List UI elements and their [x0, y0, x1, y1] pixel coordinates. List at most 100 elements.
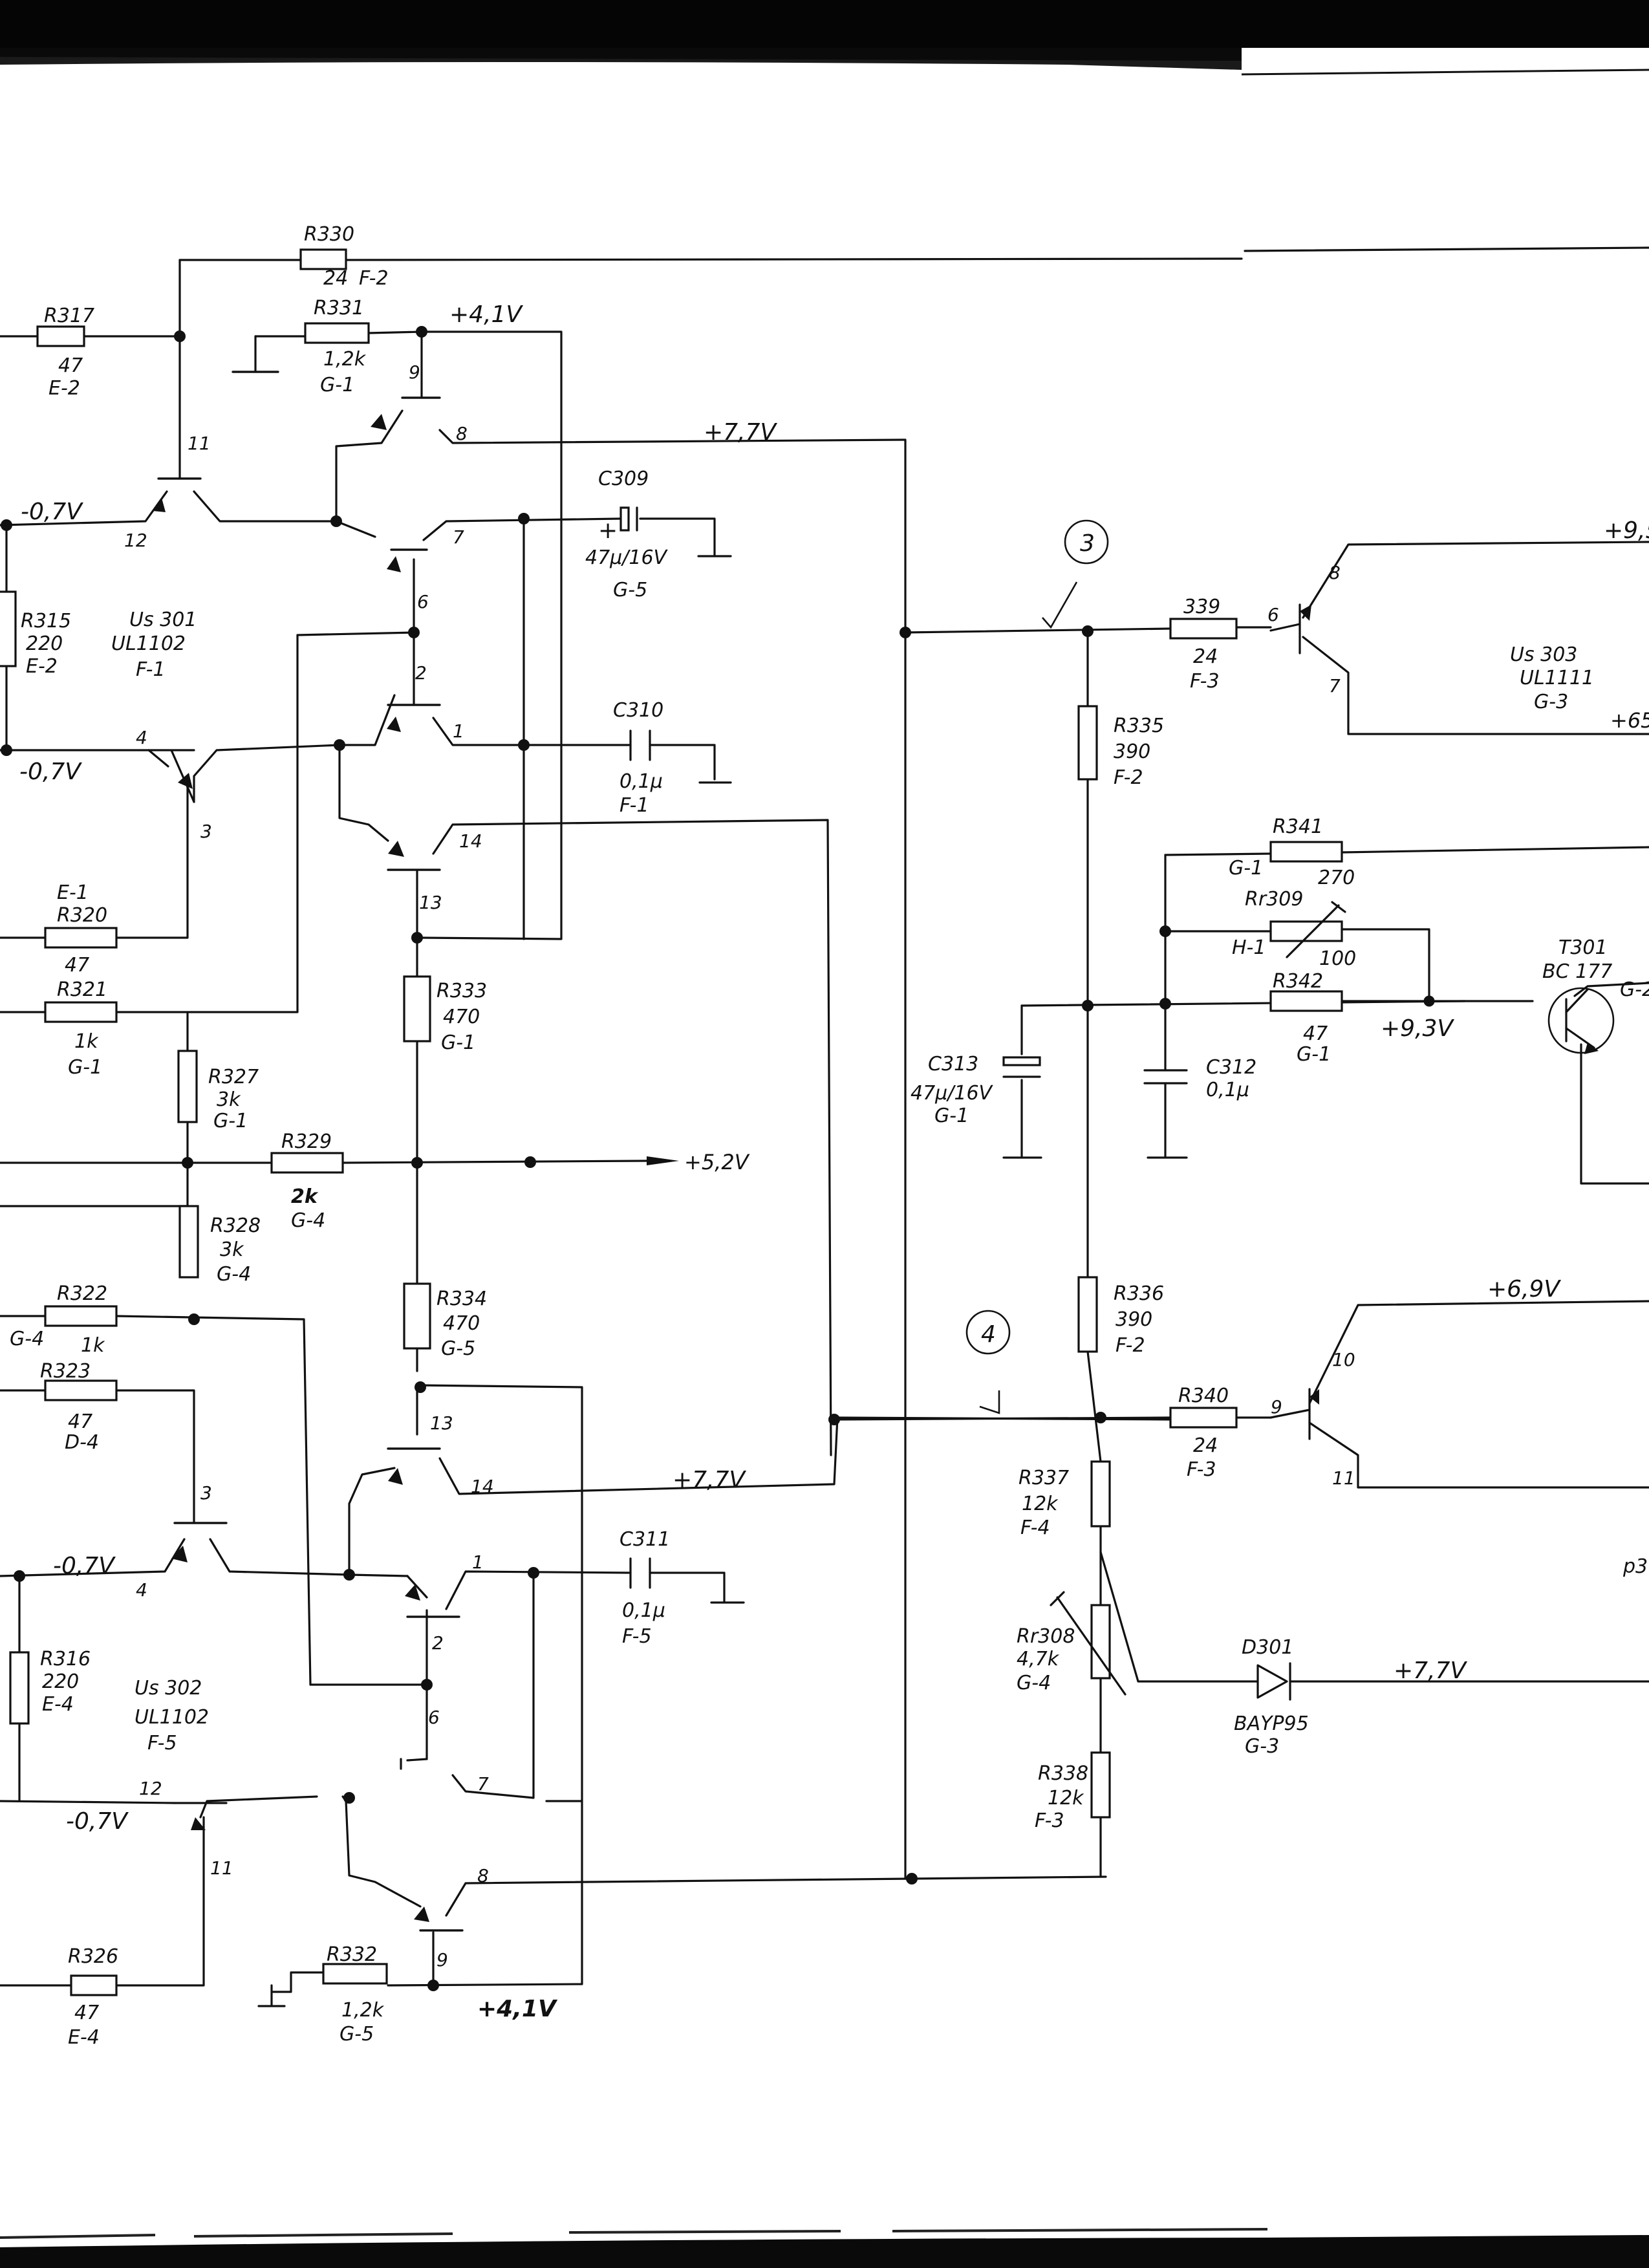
voltage-label: +5,2V	[684, 1150, 750, 1174]
c311-value: 0,1μ	[622, 1599, 665, 1622]
d301-name: D301	[1242, 1636, 1293, 1659]
r327-name: R327	[208, 1066, 259, 1088]
r317-grid: E-2	[48, 377, 80, 400]
r342-value: 47	[1303, 1022, 1328, 1045]
r341-name: R341	[1273, 815, 1323, 838]
r322-name: R322	[57, 1282, 107, 1305]
r317-value: 47	[58, 354, 83, 377]
r321-body	[44, 1001, 118, 1023]
r339-body	[1169, 618, 1238, 640]
us302-type: UL1102	[135, 1706, 209, 1729]
d301-grid: G-3	[1245, 1735, 1279, 1758]
pin-label: 6	[428, 1707, 440, 1728]
tp4-tick	[979, 1390, 1000, 1414]
r336-grid: F-2	[1116, 1334, 1145, 1357]
c311-grid: F-5	[622, 1625, 652, 1648]
pin-label: 12	[124, 530, 147, 551]
c312-value: 0,1μ	[1206, 1079, 1249, 1101]
voltage-label: -0,7V	[53, 1553, 116, 1579]
voltage-label: +4,1V	[449, 301, 523, 328]
pin-label: 3	[200, 821, 212, 842]
voltage-label: -0,7V	[19, 759, 82, 785]
wiring	[0, 246, 1649, 2007]
r341-body	[1269, 841, 1343, 863]
us303-name: Us 303	[1510, 643, 1577, 666]
pin-label: 10	[1332, 1349, 1355, 1370]
us301-type: UL1102	[111, 632, 186, 655]
r338-name: R338	[1038, 1762, 1088, 1785]
test-point-3: 3	[1080, 530, 1095, 557]
r331-value: 1,2k	[323, 348, 367, 371]
r321-grid: G-1	[68, 1056, 102, 1079]
rr308-body	[1090, 1604, 1111, 1679]
pin-label: 6	[1267, 604, 1279, 625]
r316-body	[9, 1651, 30, 1725]
r332-name: R332	[327, 1943, 377, 1966]
r315-grid: E-2	[26, 655, 58, 678]
junction-dots	[1, 326, 1435, 1991]
ground-symbols	[232, 371, 745, 1604]
r338-grid: F-3	[1035, 1809, 1064, 1832]
c309-body	[620, 506, 630, 532]
diode-d301-symbol	[1256, 1662, 1291, 1701]
r339-grid: F-3	[1190, 670, 1220, 693]
r334-name: R334	[436, 1288, 487, 1310]
c313-name: C313	[928, 1053, 978, 1075]
tp4-circle	[965, 1310, 1011, 1355]
d301-type: BAYP95	[1234, 1712, 1309, 1735]
r335-value: 390	[1114, 740, 1150, 763]
tp3-tick	[1042, 581, 1078, 629]
pin-label: 8	[456, 423, 468, 444]
r323-name: R323	[40, 1360, 91, 1383]
r320-name: R320	[57, 904, 107, 927]
r335-name: R335	[1114, 715, 1164, 737]
r336-value: 390	[1116, 1308, 1152, 1331]
rr309-wiper-arrow	[1286, 901, 1346, 958]
pin-label: 11	[188, 433, 211, 454]
voltage-label: +65	[1610, 708, 1649, 733]
r331-name: R331	[314, 297, 364, 319]
v52-arrow	[647, 1156, 679, 1165]
labels: +4,1V +7,7V +9,5V +65 -0,7V -0,7V +5,2V …	[10, 223, 1649, 2049]
voltage-label: +6,9V	[1487, 1276, 1561, 1302]
r339-value: 24	[1193, 645, 1218, 668]
pin-label: 1	[472, 1551, 484, 1573]
rr308-value: 4,7k	[1017, 1648, 1060, 1670]
voltage-label: +9,5V	[1604, 517, 1649, 544]
c309-value: 47μ/16V	[585, 546, 669, 569]
r339-name: 339	[1183, 596, 1220, 618]
r328-name: R328	[210, 1215, 261, 1237]
r335-grid: F-2	[1114, 766, 1143, 789]
voltage-label: +9,3V	[1381, 1015, 1454, 1042]
pin-label: 9	[436, 1949, 448, 1971]
scan-border-bottom	[0, 2228, 1649, 2268]
r341-grid: G-1	[1229, 857, 1263, 880]
c310-grid: F-1	[620, 794, 649, 817]
c313-grid: G-1	[934, 1105, 969, 1127]
pin-label: 14	[471, 1476, 494, 1497]
r342-name: R342	[1273, 970, 1323, 993]
r322-grid: G-4	[10, 1328, 44, 1350]
r316-value: 220	[42, 1670, 79, 1693]
r337-body	[1090, 1460, 1111, 1528]
us303-grid: G-3	[1534, 691, 1568, 713]
r329-value: 2k	[291, 1185, 319, 1208]
pin-label: 8	[1329, 562, 1341, 583]
rr308-name: Rr308	[1017, 1625, 1075, 1648]
r336-name: R336	[1114, 1282, 1164, 1305]
c313-body	[1002, 1056, 1041, 1066]
c311-name: C311	[620, 1528, 670, 1551]
c309-grid: G-5	[613, 579, 647, 601]
r342-body	[1269, 990, 1343, 1012]
r327-grid: G-1	[213, 1110, 248, 1132]
pin-label: 9	[1271, 1396, 1282, 1418]
voltage-label: -0,7V	[66, 1808, 129, 1835]
rr309-name: Rr309	[1245, 888, 1303, 911]
r333-grid: G-1	[441, 1031, 475, 1054]
pin-label: 4	[136, 727, 147, 748]
r315-value: 220	[26, 632, 63, 655]
c312-name: C312	[1206, 1056, 1256, 1079]
transistor-symbols	[147, 396, 1615, 1932]
r315-body	[0, 590, 17, 667]
r340-name: R340	[1178, 1385, 1229, 1407]
